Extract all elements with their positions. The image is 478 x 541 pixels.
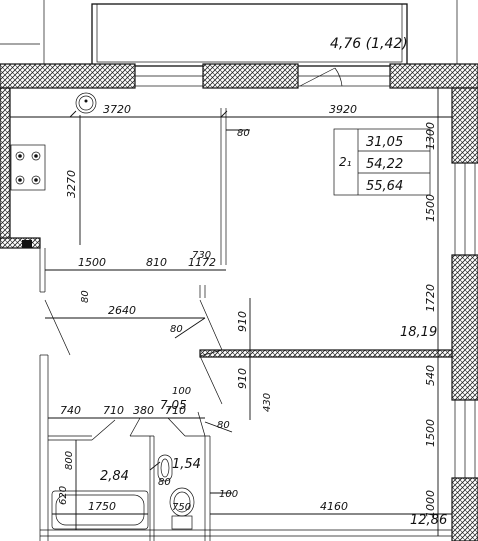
dim-620: 620 xyxy=(58,486,69,505)
dim-1500-bottom: 1500 xyxy=(424,419,437,447)
interior-walls xyxy=(39,108,453,541)
room-value-1: 31,05 xyxy=(366,135,403,150)
dim-4160: 4160 xyxy=(320,500,348,513)
bathroom-area: 2,84 xyxy=(100,469,129,484)
dim-3270: 3270 xyxy=(65,170,78,198)
bathtub-icon xyxy=(51,490,149,530)
dim-1720: 1720 xyxy=(424,284,437,312)
exterior-wall-right xyxy=(451,87,478,541)
balcony-area-label: 4,76 (1,42) xyxy=(330,36,408,52)
dim-wall-80-c: 80 xyxy=(170,324,183,335)
dim-910-a: 910 xyxy=(236,311,249,332)
dim-3920: 3920 xyxy=(329,103,357,116)
dim-wall-80-b: 80 xyxy=(80,290,91,303)
dim-380: 380 xyxy=(133,404,154,417)
dim-750: 750 xyxy=(172,502,191,513)
room-area-table: 2₁ 31,05 54,22 55,64 xyxy=(333,128,431,196)
dim-910-b: 910 xyxy=(236,368,249,389)
toilet-icon xyxy=(169,487,195,530)
dimension-lines xyxy=(10,88,452,536)
dim-1750: 1750 xyxy=(88,500,116,513)
room-value-3: 55,64 xyxy=(366,179,403,194)
living-room-area: 18,19 xyxy=(400,325,437,340)
dim-710-b: 710 xyxy=(165,404,186,417)
dim-430: 430 xyxy=(262,393,273,412)
dim-810: 810 xyxy=(146,256,167,269)
dim-1000: 1000 xyxy=(424,490,437,518)
dim-2640: 2640 xyxy=(108,304,136,317)
washbasin-icon xyxy=(157,454,173,482)
sink-icon xyxy=(75,92,97,114)
hall-area: 7,05 xyxy=(160,398,187,412)
dim-740: 740 xyxy=(60,404,81,417)
dim-3720: 3720 xyxy=(103,103,131,116)
stove-icon xyxy=(10,144,46,191)
dim-710-a: 710 xyxy=(103,404,124,417)
dim-wall-80-a: 80 xyxy=(237,128,250,139)
dim-wall-80-d: 80 xyxy=(217,420,230,431)
dim-800: 800 xyxy=(64,451,75,470)
dim-540: 540 xyxy=(424,365,437,386)
doors xyxy=(44,299,223,441)
dim-1500-w: 1500 xyxy=(78,256,106,269)
exterior-wall-top xyxy=(0,63,478,89)
dim-100-b: 100 xyxy=(219,489,238,500)
dim-1172: 1172 xyxy=(188,256,216,269)
bedroom-area: 12,86 xyxy=(410,513,447,528)
room-value-2: 54,22 xyxy=(366,157,403,172)
area-labels: 18,19 12,86 2,84 1,54 7,05 xyxy=(100,325,447,528)
dim-1300: 1300 xyxy=(424,122,437,150)
dimension-labels: 3720 3920 3270 1300 1500 1720 540 1500 1… xyxy=(58,103,437,518)
toilet-area: 1,54 xyxy=(172,457,201,472)
axis-lines xyxy=(0,0,458,68)
exterior-wall-left xyxy=(0,87,41,249)
balcony: 4,76 (1,42) xyxy=(91,3,408,67)
fixtures xyxy=(10,92,195,530)
room-number: 2₁ xyxy=(339,155,352,169)
dim-1500-top: 1500 xyxy=(424,194,437,222)
dim-730: 730 xyxy=(192,250,211,261)
dim-100-a: 100 xyxy=(172,386,191,397)
dim-wall-80-e: 80 xyxy=(158,477,171,488)
